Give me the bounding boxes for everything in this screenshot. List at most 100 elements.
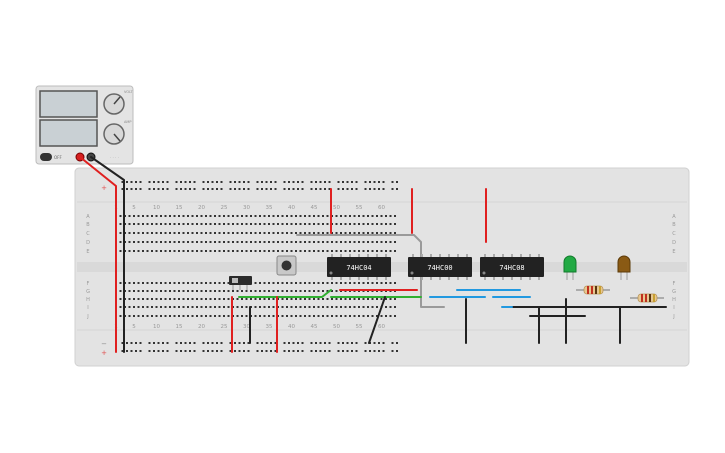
breadboard-hole[interactable] bbox=[389, 223, 392, 225]
breadboard-hole[interactable] bbox=[133, 215, 135, 217]
breadboard-hole[interactable] bbox=[299, 306, 302, 308]
breadboard-hole[interactable] bbox=[223, 232, 225, 234]
breadboard-hole[interactable] bbox=[389, 241, 392, 243]
rail-hole[interactable] bbox=[378, 342, 380, 344]
breadboard-hole[interactable] bbox=[169, 306, 171, 308]
breadboard-hole[interactable] bbox=[358, 298, 360, 300]
breadboard-hole[interactable] bbox=[191, 290, 194, 292]
breadboard-hole[interactable] bbox=[245, 298, 248, 300]
rail-hole[interactable] bbox=[324, 181, 326, 183]
breadboard-hole[interactable] bbox=[227, 282, 230, 284]
breadboard-hole[interactable] bbox=[205, 241, 207, 243]
breadboard-hole[interactable] bbox=[286, 250, 288, 252]
breadboard-hole[interactable] bbox=[322, 282, 324, 284]
breadboard-hole[interactable] bbox=[349, 241, 351, 243]
breadboard-hole[interactable] bbox=[241, 241, 243, 243]
breadboard-hole[interactable] bbox=[281, 223, 284, 225]
rail-hole[interactable] bbox=[139, 181, 142, 183]
breadboard-hole[interactable] bbox=[173, 215, 176, 217]
breadboard-hole[interactable] bbox=[209, 315, 212, 317]
rail-hole[interactable] bbox=[121, 188, 124, 190]
rail-hole[interactable] bbox=[297, 188, 299, 190]
breadboard-hole[interactable] bbox=[250, 298, 252, 300]
breadboard-hole[interactable] bbox=[196, 241, 198, 243]
rail-hole[interactable] bbox=[184, 181, 187, 183]
breadboard-hole[interactable] bbox=[367, 241, 369, 243]
breadboard-hole[interactable] bbox=[281, 282, 284, 284]
breadboard-hole[interactable] bbox=[205, 223, 207, 225]
breadboard-hole[interactable] bbox=[142, 215, 144, 217]
breadboard-hole[interactable] bbox=[182, 306, 185, 308]
breadboard-hole[interactable] bbox=[277, 223, 279, 225]
breadboard-hole[interactable] bbox=[164, 223, 167, 225]
breadboard-hole[interactable] bbox=[160, 215, 162, 217]
rail-hole[interactable] bbox=[139, 342, 142, 344]
rail-hole[interactable] bbox=[391, 188, 394, 190]
breadboard-hole[interactable] bbox=[173, 290, 176, 292]
breadboard-hole[interactable] bbox=[250, 232, 252, 234]
breadboard-hole[interactable] bbox=[259, 298, 261, 300]
breadboard-hole[interactable] bbox=[362, 232, 365, 234]
rail-hole[interactable] bbox=[355, 181, 358, 183]
breadboard-hole[interactable] bbox=[205, 315, 207, 317]
breadboard-hole[interactable] bbox=[295, 298, 297, 300]
rail-hole[interactable] bbox=[130, 350, 133, 352]
rail-hole[interactable] bbox=[270, 188, 272, 190]
rail-hole[interactable] bbox=[373, 181, 376, 183]
breadboard-hole[interactable] bbox=[272, 298, 275, 300]
rail-hole[interactable] bbox=[364, 188, 367, 190]
breadboard-hole[interactable] bbox=[200, 250, 203, 252]
breadboard-hole[interactable] bbox=[286, 315, 288, 317]
breadboard-hole[interactable] bbox=[299, 298, 302, 300]
breadboard-hole[interactable] bbox=[191, 232, 194, 234]
breadboard-hole[interactable] bbox=[155, 215, 158, 217]
breadboard-hole[interactable] bbox=[349, 298, 351, 300]
breadboard-hole[interactable] bbox=[394, 215, 396, 217]
breadboard-hole[interactable] bbox=[209, 290, 212, 292]
breadboard-hole[interactable] bbox=[394, 306, 396, 308]
breadboard-hole[interactable] bbox=[218, 215, 221, 217]
breadboard-hole[interactable] bbox=[277, 290, 279, 292]
breadboard-hole[interactable] bbox=[385, 298, 387, 300]
breadboard-hole[interactable] bbox=[218, 290, 221, 292]
rail-hole[interactable] bbox=[126, 350, 128, 352]
breadboard-hole[interactable] bbox=[173, 298, 176, 300]
breadboard-hole[interactable] bbox=[155, 298, 158, 300]
breadboard-hole[interactable] bbox=[259, 232, 261, 234]
breadboard-hole[interactable] bbox=[254, 290, 257, 292]
breadboard-hole[interactable] bbox=[389, 282, 392, 284]
breadboard-hole[interactable] bbox=[263, 282, 266, 284]
breadboard-hole[interactable] bbox=[277, 282, 279, 284]
breadboard-hole[interactable] bbox=[178, 306, 180, 308]
rail-hole[interactable] bbox=[364, 350, 367, 352]
breadboard-hole[interactable] bbox=[394, 241, 396, 243]
breadboard-hole[interactable] bbox=[353, 250, 356, 252]
breadboard-hole[interactable] bbox=[142, 306, 144, 308]
breadboard-hole[interactable] bbox=[142, 298, 144, 300]
breadboard-hole[interactable] bbox=[376, 241, 378, 243]
breadboard-hole[interactable] bbox=[137, 241, 140, 243]
breadboard-hole[interactable] bbox=[317, 232, 320, 234]
rail-hole[interactable] bbox=[121, 350, 124, 352]
breadboard-hole[interactable] bbox=[146, 223, 149, 225]
breadboard-hole[interactable] bbox=[214, 250, 216, 252]
rail-hole[interactable] bbox=[324, 188, 326, 190]
breadboard-hole[interactable] bbox=[182, 315, 185, 317]
rail-hole[interactable] bbox=[207, 181, 209, 183]
breadboard-hole[interactable] bbox=[142, 315, 144, 317]
rail-hole[interactable] bbox=[130, 342, 133, 344]
breadboard-hole[interactable] bbox=[295, 223, 297, 225]
breadboard-hole[interactable] bbox=[245, 306, 248, 308]
breadboard-hole[interactable] bbox=[133, 290, 135, 292]
breadboard-hole[interactable] bbox=[290, 282, 293, 284]
ic-chip-74hc04[interactable]: 74HC04 bbox=[327, 254, 391, 280]
breadboard-hole[interactable] bbox=[223, 282, 225, 284]
breadboard-hole[interactable] bbox=[389, 306, 392, 308]
breadboard-hole[interactable] bbox=[326, 290, 329, 292]
rail-hole[interactable] bbox=[297, 181, 299, 183]
breadboard-hole[interactable] bbox=[268, 250, 270, 252]
rail-hole[interactable] bbox=[292, 181, 295, 183]
breadboard-hole[interactable] bbox=[227, 315, 230, 317]
breadboard-hole[interactable] bbox=[385, 215, 387, 217]
breadboard-hole[interactable] bbox=[290, 306, 293, 308]
